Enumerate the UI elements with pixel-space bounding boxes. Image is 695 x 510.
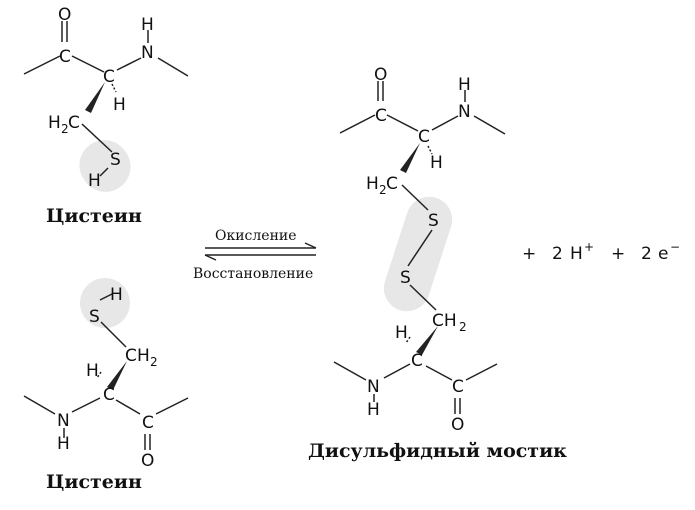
cysteine-top-molecule: O C H N C H H 2 C S H Цистеин — [23, 5, 189, 227]
atom-H: H — [48, 113, 61, 133]
sh-highlight-top — [79, 140, 131, 192]
atom-H: H — [88, 171, 101, 191]
proton-symbol: H — [570, 244, 583, 264]
wedge-bond-upper — [400, 143, 420, 173]
atom-N: N — [141, 43, 154, 63]
atom-H: H — [430, 153, 443, 173]
proton-coefficient: 2 — [552, 244, 563, 264]
atom-H: H — [458, 75, 471, 95]
atom-O: O — [58, 5, 71, 25]
atom-S: S — [400, 268, 411, 288]
electron-charge: − — [670, 240, 680, 254]
plus-sign: + — [522, 244, 536, 264]
atom-N: N — [458, 102, 471, 122]
subscript-2: 2 — [61, 122, 69, 136]
atom-C: C — [142, 413, 154, 433]
disulfide-molecule: O C H N C H H 2 C S S CH 2 H C N H C O Д… — [308, 65, 567, 462]
atom-H: H — [110, 285, 123, 305]
atom-O: O — [141, 451, 154, 471]
cysteine-bottom-molecule: H S C H 2 H C N H C O Цистеин — [23, 278, 189, 493]
atom-S: S — [428, 211, 439, 231]
atom-O: O — [374, 65, 387, 85]
atom-S: S — [110, 150, 121, 170]
atom-C: C — [103, 385, 115, 405]
atom-C: C — [59, 47, 71, 67]
sh-highlight-bottom — [80, 278, 130, 328]
cysteine-top-label: Цистеин — [46, 205, 142, 227]
reduction-label: Восстановление — [193, 266, 313, 282]
subscript-2: 2 — [459, 320, 467, 334]
atom-O: O — [451, 415, 464, 435]
oxidation-label: Окисление — [215, 228, 297, 244]
byproducts: + 2 H + + 2 e − — [522, 240, 680, 264]
atom-H: H — [367, 400, 380, 420]
atom-H: H — [366, 174, 379, 194]
atom-H: H — [86, 361, 99, 381]
atom-H: H — [137, 346, 150, 366]
atom-N: N — [57, 411, 70, 431]
atom-H: H — [395, 323, 408, 343]
atom-H: H — [113, 95, 126, 115]
equilibrium-arrows: Окисление Восстановление — [193, 228, 317, 282]
proton-charge: + — [584, 240, 594, 254]
atom-C: C — [386, 174, 398, 194]
atom-H: H — [57, 434, 70, 454]
atom-CH: CH — [432, 311, 457, 331]
subscript-2: 2 — [150, 355, 158, 369]
atom-C: C — [125, 346, 137, 366]
electron-coefficient: 2 — [641, 244, 652, 264]
wedge-bond-bottom — [107, 361, 127, 390]
atom-H: H — [141, 15, 154, 35]
atom-C: C — [411, 351, 423, 371]
atom-C: C — [68, 113, 80, 133]
atom-C: C — [375, 106, 387, 126]
disulfide-label: Дисульфидный мостик — [308, 440, 567, 462]
subscript-2: 2 — [379, 183, 387, 197]
plus-sign: + — [611, 244, 625, 264]
electron-symbol: e — [658, 244, 668, 264]
atom-C: C — [452, 377, 464, 397]
wedge-bond-lower — [416, 326, 438, 355]
cysteine-bottom-label: Цистеин — [46, 471, 142, 493]
atom-C: C — [418, 127, 430, 147]
atom-N: N — [367, 377, 380, 397]
ss-highlight — [383, 196, 453, 312]
wedge-bond-top — [85, 82, 105, 113]
atom-S: S — [89, 307, 100, 327]
atom-C: C — [103, 67, 115, 87]
